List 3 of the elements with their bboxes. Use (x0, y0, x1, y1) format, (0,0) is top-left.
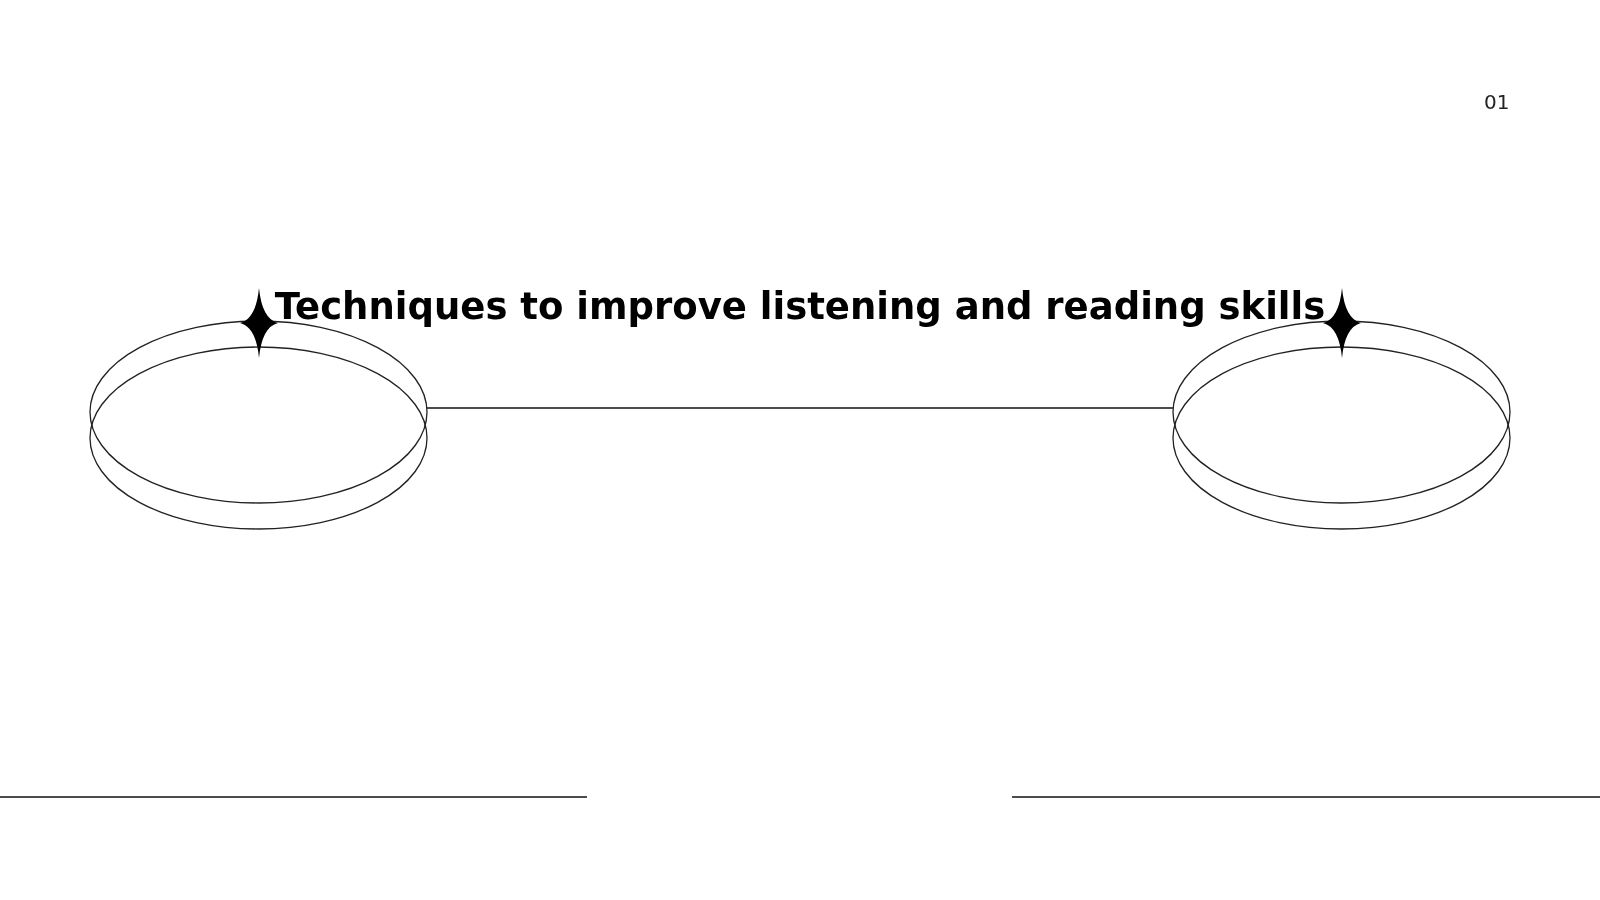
title: Techniques to improve listening and reading skills (274, 285, 1326, 328)
connector-line (426, 407, 1174, 409)
page-number: 01 (1484, 90, 1510, 114)
